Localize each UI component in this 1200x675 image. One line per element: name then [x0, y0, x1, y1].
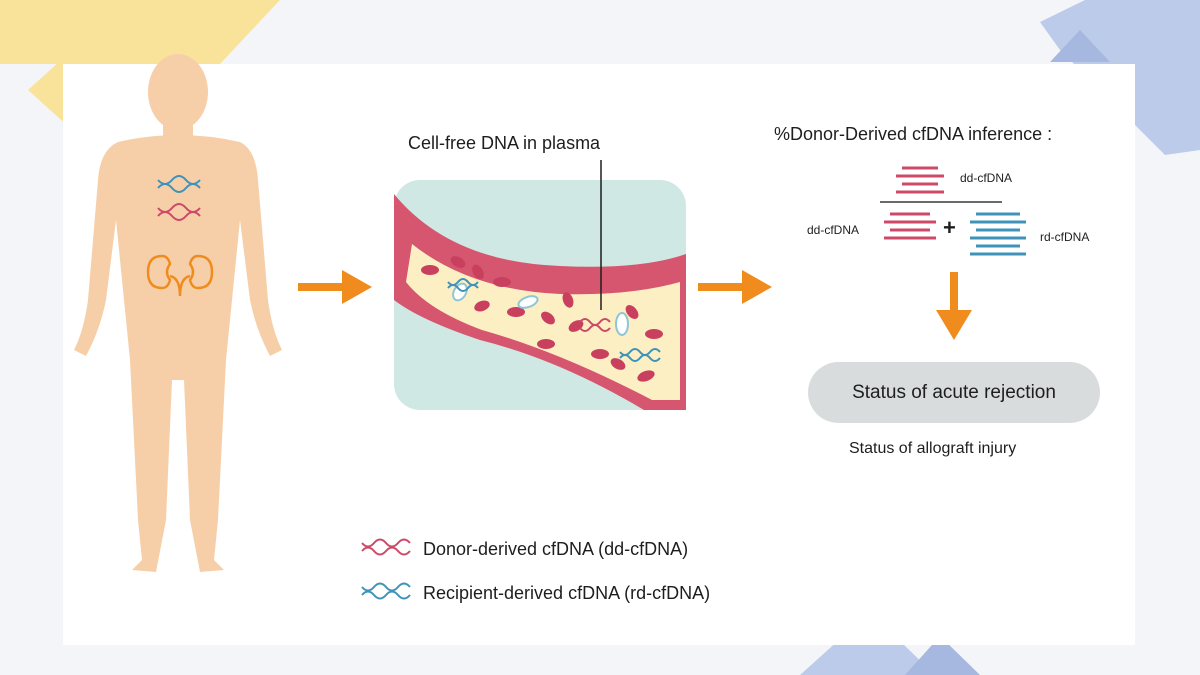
inference-title: %Donor-Derived cfDNA inference :	[774, 124, 1053, 144]
fraction-numerator-dd-lines	[896, 166, 944, 194]
corner-shape-blue-bottom-small	[905, 636, 980, 675]
arrow-down-icon	[936, 272, 972, 340]
legend-recipient-label: Recipient-derived cfDNA (rd-cfDNA)	[423, 583, 711, 603]
plus-sign: +	[943, 215, 956, 240]
status-acute-rejection-pill: Status of acute rejection	[808, 362, 1100, 423]
corner-shape-yellow-left	[28, 52, 70, 128]
legend-donor-dna-icon	[361, 538, 411, 556]
body-dna-recipient-icon	[157, 175, 201, 193]
blood-vessel-illustration	[394, 160, 686, 410]
legend-donor-label: Donor-derived cfDNA (dd-cfDNA)	[423, 539, 689, 559]
status-allograft-label: Status of allograft injury	[849, 440, 1017, 457]
plasma-label: Cell-free DNA in plasma	[408, 133, 601, 153]
human-body-figure	[74, 54, 282, 572]
fraction-denominator-left-label: dd-cfDNA	[807, 223, 860, 237]
corner-shape-blue-inner	[1050, 30, 1110, 62]
arrow-right-icon	[698, 270, 772, 304]
fraction-denominator-dd-lines	[884, 212, 936, 240]
body-dna-donor-icon	[157, 203, 201, 221]
head	[148, 54, 208, 130]
vessel-dna-recipient	[447, 278, 661, 362]
kidney-icon	[146, 254, 214, 297]
torso-and-limbs	[74, 135, 282, 572]
corner-shape-yellow-top	[0, 0, 280, 64]
fraction-denominator-rd-lines	[970, 212, 1026, 256]
red-blood-cells	[421, 256, 663, 382]
legend-recipient-dna-icon	[361, 582, 411, 600]
vessel-dna-donor	[579, 318, 611, 332]
arrow-right-icon	[298, 270, 372, 304]
fraction-denominator-right-label: rd-cfDNA	[1040, 230, 1090, 244]
white-blood-cells	[452, 282, 629, 336]
fraction-numerator-label: dd-cfDNA	[960, 171, 1013, 185]
